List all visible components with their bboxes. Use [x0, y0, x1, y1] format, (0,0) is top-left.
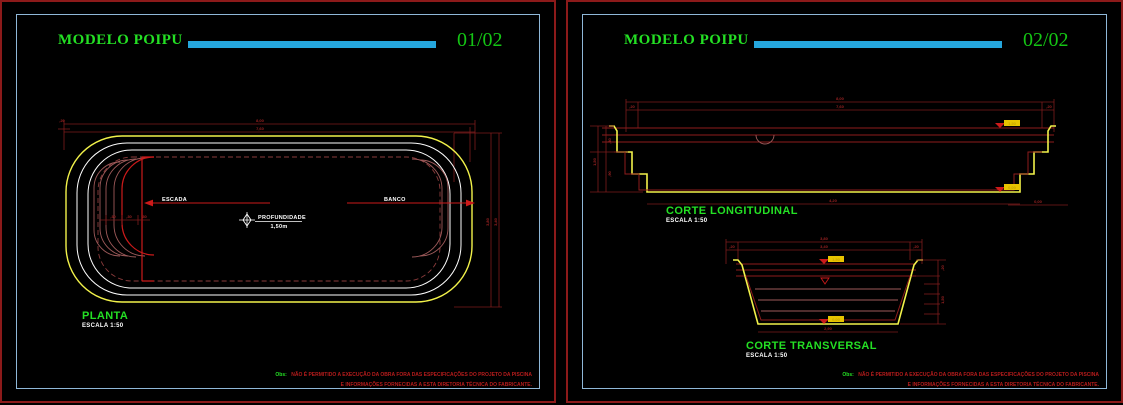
- depth-symbol: [239, 212, 302, 228]
- stair-dim-group: [100, 215, 150, 225]
- dim-trans-edge-left: ,20: [729, 244, 735, 249]
- pool-outline-outer: [65, 135, 473, 303]
- pool-outline-waterline: [97, 156, 441, 282]
- dim-long-level-top: 1,50: [1008, 121, 1017, 126]
- note-left: Obs: NÃO É PERMITIDO A EXECUÇÃO DA OBRA …: [275, 361, 532, 389]
- note-right-text1: NÃO É PERMITIDO A EXECUÇÃO DA OBRA FORA …: [858, 371, 1099, 378]
- caption-corte-long-title: CORTE LONGITUDINAL: [666, 205, 798, 217]
- bench-leader: [347, 199, 475, 207]
- trans-pool-profile: [733, 259, 923, 325]
- trans-skimmer: [820, 277, 830, 285]
- dim-trans-free: ,20: [940, 264, 945, 270]
- caption-corte-trans-scale: ESCALA 1:50: [746, 353, 788, 359]
- title-block-left: MODELO POIPU 01/02: [2, 29, 554, 60]
- caption-planta-scale: ESCALA 1:50: [82, 323, 124, 329]
- note-tag-left: Obs:: [275, 371, 287, 378]
- note-left-line1: Obs: NÃO É PERMITIDO A EXECUÇÃO DA OBRA …: [275, 361, 532, 383]
- dim-trans-bottom: 2,90: [824, 326, 833, 331]
- dim-trans-edge-right: ,20: [913, 244, 919, 249]
- pool-outline-coping2: [87, 149, 451, 289]
- cortes-drawing: 8,00 7,60 ,20 ,20: [590, 96, 1068, 333]
- page-number-right: 02/02: [1023, 29, 1069, 51]
- trans-level-bottom: [819, 316, 844, 324]
- sheet-02: MODELO POIPU 02/02 8,00 7,60 ,20 ,20: [566, 0, 1123, 403]
- caption-corte-trans-title: CORTE TRANSVERSAL: [746, 340, 877, 352]
- note-right-text2: E INFORMAÇÕES FORNECIDAS A ESTA DIRETORI…: [907, 382, 1099, 389]
- sheet-01: MODELO POIPU 01/02 8,00 7,60 ,20: [0, 0, 556, 403]
- dim-long-edge-left: ,20: [629, 104, 635, 109]
- stair-steps-group: [93, 156, 155, 282]
- dim-edge-left: ,20: [59, 118, 65, 123]
- caption-corte-transversal: CORTE TRANSVERSAL ESCALA 1:50: [746, 340, 877, 359]
- dim-inner-width: 7,60: [256, 126, 265, 131]
- dim-long-ground: 0,00: [1034, 199, 1043, 204]
- dim-long-inner: 7,60: [836, 104, 845, 109]
- dim-trans-level-top: 1,50: [832, 257, 841, 262]
- caption-corte-longitudinal: CORTE LONGITUDINAL ESCALA 1:50: [666, 205, 798, 224]
- dim-long-flat-run: 4,20: [829, 198, 838, 203]
- dim-long-level-bottom: 0,00: [1008, 185, 1017, 190]
- label-profundidade: PROFUNDIDADE: [258, 215, 306, 221]
- long-level-top: [995, 120, 1020, 128]
- dim-step-3: ,30: [141, 214, 147, 219]
- note-right: Obs: NÃO É PERMITIDO A EXECUÇÃO DA OBRA …: [842, 361, 1099, 389]
- long-skimmer: [755, 134, 775, 145]
- bench-group: [411, 158, 449, 258]
- corte-transversal-group: 3,80 3,40 ,20 ,20: [725, 236, 946, 333]
- dim-overall-height: 3,80: [485, 217, 490, 226]
- dim-top-group: [58, 120, 476, 150]
- trans-level-top: [819, 256, 844, 264]
- label-escada: ESCADA: [162, 197, 187, 203]
- long-level-bottom: [995, 184, 1020, 192]
- planta-drawing: 8,00 7,60 ,20 3,80 3,40: [58, 118, 502, 308]
- title-rule-left: [188, 41, 436, 48]
- note-tag-right: Obs:: [842, 371, 854, 378]
- caption-planta-title: PLANTA: [82, 310, 129, 322]
- dim-long-depth-upper: ,40: [607, 137, 612, 143]
- page-number-left: 01/02: [457, 29, 503, 51]
- trans-structure-line: [745, 275, 911, 321]
- caption-corte-long-scale: ESCALA 1:50: [666, 218, 708, 224]
- title-block-right: MODELO POIPU 02/02: [568, 29, 1121, 60]
- dim-step-1: ,30: [110, 214, 116, 219]
- dim-inner-height: 3,40: [493, 217, 498, 226]
- dim-trans-level-bottom: 0,00: [832, 317, 841, 322]
- dim-long-overall: 8,00: [836, 96, 845, 101]
- dim-trans-overall: 3,80: [820, 236, 829, 241]
- long-structure-line: [614, 151, 1042, 191]
- pool-outline-coping1: [76, 142, 462, 296]
- label-profundidade-valor: 1,50m: [270, 224, 287, 230]
- note-left-text2: E INFORMAÇÕES FORNECIDAS A ESTA DIRETORI…: [340, 382, 532, 389]
- note-right-line1: Obs: NÃO É PERMITIDO A EXECUÇÃO DA OBRA …: [842, 361, 1099, 383]
- caption-planta: PLANTA ESCALA 1:50: [82, 310, 128, 329]
- note-left-text1: NÃO É PERMITIDO A EXECUÇÃO DA OBRA FORA …: [291, 371, 532, 378]
- label-banco: BANCO: [384, 197, 406, 203]
- sheet-title-left: MODELO POIPU: [58, 32, 183, 48]
- dim-right-group: [453, 127, 502, 308]
- dim-long-depth-lower: ,90: [607, 170, 612, 176]
- dim-step-2: ,30: [126, 214, 132, 219]
- dim-long-depth-total: 1,50: [592, 157, 597, 166]
- long-pool-profile: [609, 125, 1056, 193]
- dim-long-edge-right: ,20: [1046, 104, 1052, 109]
- sheet-title-right: MODELO POIPU: [624, 32, 749, 48]
- dim-trans-height: 1,50: [940, 295, 945, 304]
- stair-leader: [144, 199, 270, 207]
- dim-trans-inner: 3,40: [820, 244, 829, 249]
- dim-overall-width: 8,00: [256, 118, 265, 123]
- title-rule-right: [754, 41, 1002, 48]
- corte-longitudinal-group: 8,00 7,60 ,20 ,20: [590, 96, 1068, 206]
